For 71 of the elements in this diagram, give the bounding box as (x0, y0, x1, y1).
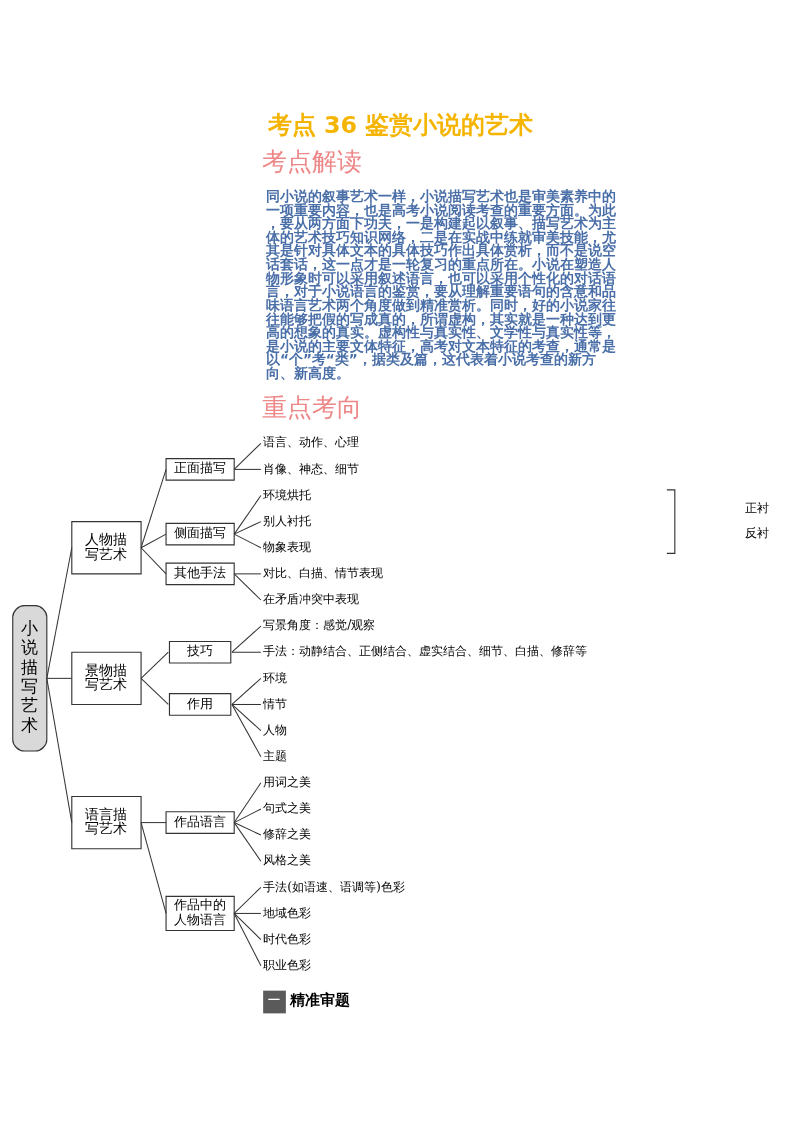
node-text: 对比、白描、情节表现 (263, 564, 384, 580)
node-box: 侧面描写 (165, 522, 235, 545)
connector (46, 677, 73, 823)
connector (233, 912, 262, 914)
connector (140, 468, 167, 548)
node-text: 修辞之美 (263, 825, 312, 841)
node-text: 语言、动作、心理 (263, 433, 360, 449)
connector (231, 677, 262, 705)
connector (233, 468, 262, 470)
connector (233, 912, 262, 940)
node-box: 其他手法 (165, 562, 235, 585)
diagram-title: 考点 36 鉴赏小说的艺术 (267, 110, 534, 139)
node-text: 环境烘托 (263, 486, 312, 502)
node-text: 物象表现 (263, 538, 312, 554)
node-text: 主题 (263, 747, 288, 763)
node-box: 技巧 (168, 640, 232, 664)
connector (231, 703, 262, 705)
connector (140, 821, 167, 914)
node-text: 地域色彩 (263, 904, 312, 920)
node-box: 作用 (168, 692, 232, 716)
node-text: 句式之美 (263, 799, 312, 815)
connector (231, 703, 262, 731)
node-box: 人物描写艺术 (71, 520, 142, 574)
connector (140, 677, 169, 705)
node-box: 小说描写艺术 (12, 604, 48, 752)
connector (233, 781, 262, 823)
node-text: 手法：动静结合、正侧结合、虚实结合、细节、白描、修辞等 (263, 642, 588, 658)
connector (46, 677, 73, 679)
node-box: 作品中的人物语言 (165, 895, 235, 931)
connector (233, 494, 262, 535)
node-text: 职业色彩 (263, 956, 312, 972)
connector (233, 886, 262, 914)
node-text: 环境 (263, 669, 288, 685)
node-text: 肖像、神态、细节 (263, 460, 360, 476)
node-box: 语言描写艺术 (71, 795, 142, 849)
node-box: 景物描写艺术 (71, 651, 142, 705)
connector (140, 651, 169, 679)
label: 反衬 (744, 524, 769, 540)
node-text: 别人衬托 (263, 512, 312, 528)
connector (233, 821, 262, 862)
node-box: 正面描写 (165, 457, 235, 481)
node-text: 风格之美 (263, 851, 312, 867)
node-box: 作品语言 (165, 810, 235, 834)
connector (233, 572, 262, 574)
connector (233, 442, 262, 470)
connector (140, 546, 167, 574)
connector (231, 625, 262, 653)
node-text: 在矛盾冲突中表现 (263, 590, 360, 606)
label: 重点考向 (262, 392, 363, 422)
connector (233, 821, 262, 836)
connector (233, 807, 262, 823)
node-text: 用词之美 (263, 773, 312, 789)
connector (231, 703, 262, 757)
connector (46, 546, 73, 679)
node-box: 一 (263, 990, 286, 1013)
node-label: 精准审题 (290, 990, 351, 1008)
node-text: 写景角度：感觉/观察 (263, 616, 376, 632)
connector (231, 651, 262, 653)
connector (233, 520, 262, 535)
label: 正衬 (744, 499, 769, 515)
node-text: 时代色彩 (263, 930, 312, 946)
connector (233, 572, 262, 600)
node-text: 手法(如语速、语调等)色彩 (263, 878, 405, 893)
label: 同小说的叙事艺术一样，小说描写艺术也是审美素养中的一项重要内容，也是高考小说阅读考查的重要方面。为此，要从两方面下功夫，一是构建起以叙事、描写艺术为主体的艺术技巧知识网络，二是在实战中练就审美技能，尤其是针对具体文本的具体技巧作出具体赏析，而不是说空话套话，这一点才是一轮复习的重点所在。小说在塑造人物形象时可以采用叙述语言，也可以采用个性化的对话语言，对于小说语言的鉴赏，要从理解重要语句的含意和品味语言艺术两个角度做到精准赏析。同时，好的小说家往往能够把假的写成真的，所谓虚构，其实就是一种达到更高的想象的真实。虚构性与真实性、文学性与真实性等，是小说的主要文体特征，高考对文本特征的考查，通常是以“个”考“类”，据类及篇，这代表着小说考查的新方向、新高度。 (266, 187, 616, 381)
connector (233, 912, 262, 966)
connector (140, 821, 167, 823)
connector (233, 533, 262, 548)
label: 考点解读 (262, 146, 363, 176)
node-text: 人物 (263, 721, 288, 737)
connector (140, 533, 167, 548)
node-text: 情节 (263, 695, 288, 711)
